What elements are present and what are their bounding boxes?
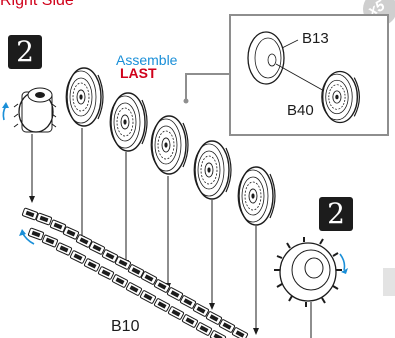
road-wheel-4	[193, 140, 232, 200]
assemble-note: Assemble	[116, 52, 178, 68]
last-note: LAST	[120, 65, 157, 81]
rotate-arrow-left	[2, 105, 7, 121]
drive-sprocket-left	[13, 87, 57, 133]
placement-arrows	[31, 128, 312, 338]
b13-to-b40-line	[275, 63, 327, 93]
drive-sprocket-right	[274, 237, 342, 307]
page-title: Right Side	[0, 0, 74, 9]
road-wheel-2	[109, 92, 148, 152]
road-wheel-1	[65, 67, 104, 127]
part-label-b10: B10	[111, 318, 140, 335]
part-label-b13: B13	[302, 30, 329, 47]
hubcap-b13	[247, 31, 285, 85]
step-number-right: 2	[319, 197, 353, 231]
part-label-b40: B40	[287, 102, 314, 119]
inset-connector-line	[185, 73, 229, 100]
step-number-left: 2	[8, 35, 42, 69]
road-wheel-5	[237, 166, 276, 226]
rotate-arrow-right	[339, 253, 346, 271]
page-side-tab	[383, 268, 395, 296]
b13-leader	[281, 39, 299, 49]
road-wheel-b40	[320, 70, 361, 124]
inset-connector-dot	[183, 98, 189, 104]
road-wheel-3	[150, 115, 189, 175]
